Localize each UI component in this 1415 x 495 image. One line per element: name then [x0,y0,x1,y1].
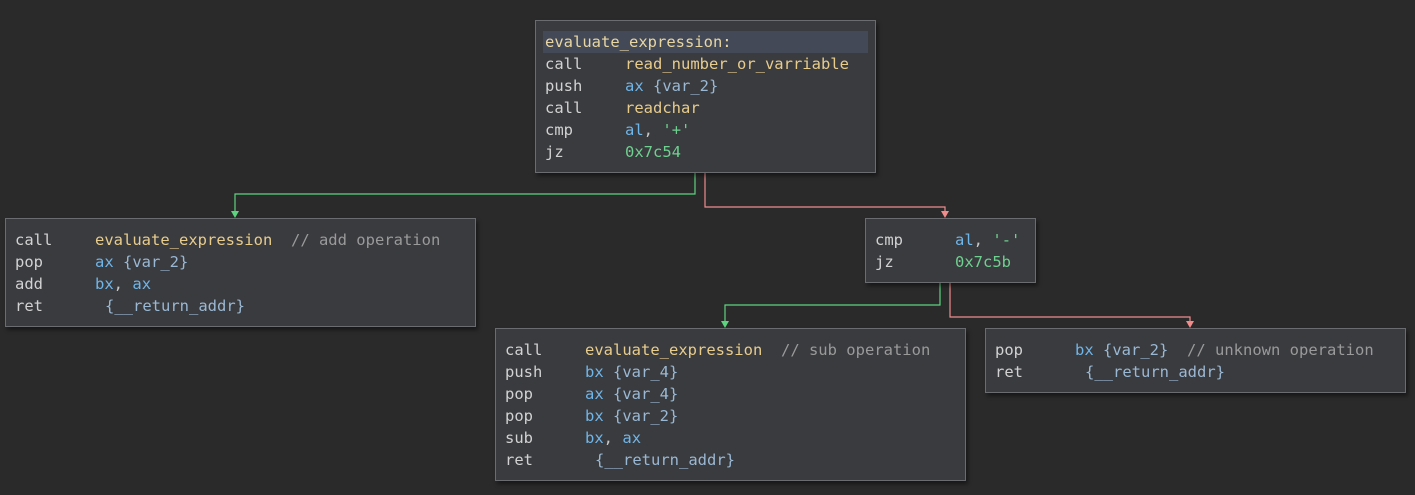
stack-var[interactable]: {__return_addr} [595,451,735,469]
edge-entry-to-add [234,173,696,214]
basic-block-unknown[interactable]: pop bx {var_2} // unknown operation ret {_… [985,328,1406,393]
mnemonic: cmp [545,121,573,139]
mnemonic: jz [545,143,564,161]
block-label[interactable]: evaluate_expression: [543,31,868,53]
mnemonic: pop [505,407,533,425]
arrowhead-cmp-minus [941,211,949,218]
separator: , [603,429,614,447]
mnemonic: pop [505,385,533,403]
mnemonic: ret [15,297,43,315]
instruction-line[interactable]: call read_number_or_varriable [545,53,867,75]
function-label[interactable]: evaluate_expression: [545,33,732,51]
mnemonic: pop [995,341,1023,359]
register[interactable]: ax [95,253,114,271]
mnemonic: cmp [875,231,903,249]
instruction-line[interactable]: push bx {var_4} [505,361,957,383]
comment: // add operation [290,231,441,249]
stack-var[interactable]: {var_4} [613,385,679,403]
basic-block-add[interactable]: call evaluate_expression // add operation… [5,218,476,327]
basic-block-cmp-minus[interactable]: cmp al, '-' jz 0x7c5b [865,218,1036,283]
arrowhead-sub [721,321,729,328]
edge-entry-to-cmp-minus [704,173,946,214]
instruction-line[interactable]: call readchar [545,97,867,119]
arrowhead-unknown [1186,321,1194,328]
mnemonic: push [545,77,583,95]
mnemonic: call [545,99,583,117]
stack-var[interactable]: {__return_addr} [1085,363,1225,381]
instruction-line[interactable]: ret {__return_addr} [15,295,467,317]
mnemonic: ret [995,363,1023,381]
register[interactable]: bx [585,407,604,425]
jump-address[interactable]: 0x7c54 [625,143,681,161]
comment: // sub operation [780,341,931,359]
separator: , [113,275,124,293]
call-target[interactable]: evaluate_expression [95,231,273,249]
mnemonic: jz [875,253,894,271]
char-literal: '-' [992,231,1021,249]
register[interactable]: bx [95,275,114,293]
mnemonic: call [505,341,543,359]
mnemonic: push [505,363,543,381]
register[interactable]: ax [132,275,152,293]
instruction-line[interactable]: call evaluate_expression // sub operation [505,339,957,361]
jump-address[interactable]: 0x7c5b [955,253,1011,271]
call-target[interactable]: readchar [625,99,700,117]
stack-var[interactable]: {var_2} [653,77,719,95]
instruction-line[interactable]: jz 0x7c5b [875,251,1027,273]
edge-cmp-minus-to-sub [724,283,941,324]
mnemonic: call [15,231,53,249]
instruction-line[interactable]: cmp al, '+' [545,119,867,141]
instruction-line[interactable]: sub bx, ax [505,427,957,449]
stack-var[interactable]: {var_4} [613,363,679,381]
instruction-line[interactable]: pop bx {var_2} [505,405,957,427]
instruction-line[interactable]: ret {__return_addr} [995,361,1397,383]
instruction-line[interactable]: push ax {var_2} [545,75,867,97]
stack-var[interactable]: {var_2} [123,253,189,271]
stack-var[interactable]: {__return_addr} [105,297,245,315]
stack-var[interactable]: {var_2} [613,407,679,425]
register[interactable]: bx [585,363,604,381]
mnemonic: call [545,55,583,73]
separator: , [973,231,984,249]
mnemonic: pop [15,253,43,271]
instruction-line[interactable]: pop bx {var_2} // unknown operation [995,339,1397,361]
instruction-line[interactable]: jz 0x7c54 [545,141,867,163]
stack-var[interactable]: {var_2} [1103,341,1169,359]
register[interactable]: al [955,231,974,249]
instruction-line[interactable]: add bx, ax [15,273,467,295]
call-target[interactable]: read_number_or_varriable [625,55,849,73]
register[interactable]: bx [585,429,604,447]
edge-cmp-minus-to-unknown [949,283,1191,324]
instruction-line[interactable]: call evaluate_expression // add operation [15,229,467,251]
instruction-line[interactable]: cmp al, '-' [875,229,1027,251]
register[interactable]: ax [585,385,604,403]
instruction-line[interactable]: pop ax {var_4} [505,383,957,405]
register[interactable]: bx [1075,341,1094,359]
instruction-line[interactable]: ret {__return_addr} [505,449,957,471]
mnemonic: sub [505,429,533,447]
register[interactable]: al [625,121,644,139]
register[interactable]: ax [625,77,644,95]
register[interactable]: ax [622,429,642,447]
mnemonic: add [15,275,43,293]
basic-block-entry[interactable]: evaluate_expression: call read_number_or_… [535,20,876,173]
comment: // unknown operation [1187,341,1374,359]
call-target[interactable]: evaluate_expression [585,341,763,359]
arrowhead-add [231,211,239,218]
separator: , [643,121,654,139]
mnemonic: ret [505,451,533,469]
char-literal: '+' [662,121,691,139]
instruction-line[interactable]: pop ax {var_2} [15,251,467,273]
basic-block-sub[interactable]: call evaluate_expression // sub operation… [495,328,966,481]
